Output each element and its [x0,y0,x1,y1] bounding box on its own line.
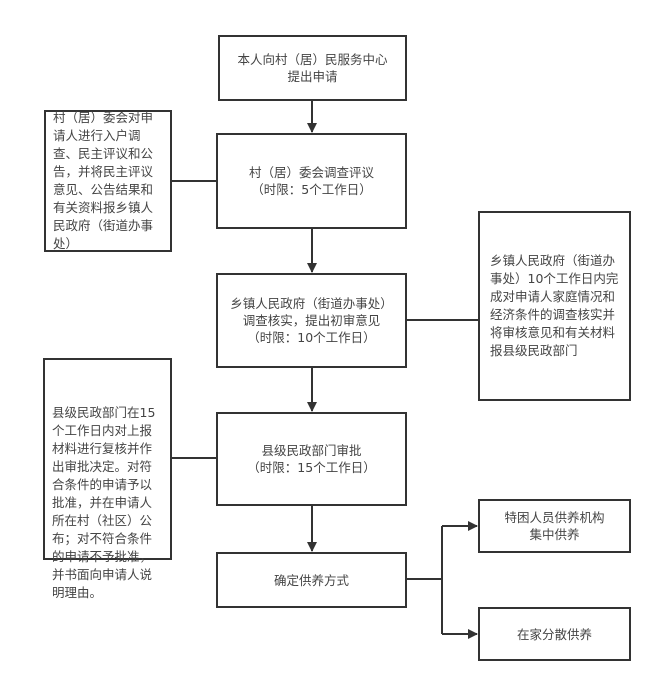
note-county: 县级民政部门在15个工作日内对上报材料进行复核并作出审批决定。对符合条件的申请予… [43,358,172,600]
step-town-verify-text: 乡镇人民政府（街道办事处） 调查核实，提出初审意见 （时限：10个工作日） [230,296,393,345]
step-determine-mode-text: 确定供养方式 [273,572,349,588]
step-dispersed: 在家分散供养 [478,607,631,661]
note-town-text: 乡镇人民政府（街道办事处）10个工作日内完成对申请人家庭情况和经济条件的调查核实… [490,253,619,358]
note-village: 村（居）委会对申请人进行入户调查、民主评议和公告，并将民主评议意见、公告结果和有… [44,110,172,252]
step-apply: 本人向村（居）民服务中心 提出申请 [218,35,407,101]
note-town: 乡镇人民政府（街道办事处）10个工作日内完成对申请人家庭情况和经济条件的调查核实… [478,211,631,401]
note-county-text: 县级民政部门在15个工作日内对上报材料进行复核并作出审批决定。对符合条件的申请予… [52,405,156,600]
branch-line [407,526,443,580]
step-apply-text: 本人向村（居）民服务中心 提出申请 [237,52,388,84]
step-town-verify: 乡镇人民政府（街道办事处） 调查核实，提出初审意见 （时限：10个工作日） [216,273,407,368]
step-determine-mode: 确定供养方式 [216,552,407,608]
step-village-review: 村（居）委会调查评议 （时限：5个工作日） [216,133,407,229]
note-village-text: 村（居）委会对申请人进行入户调查、民主评议和公告，并将民主评议意见、公告结果和有… [53,110,154,251]
step-centralized-text: 特困人员供养机构 集中供养 [504,510,605,542]
step-village-review-text: 村（居）委会调查评议 （时限：5个工作日） [248,165,374,197]
step-centralized: 特困人员供养机构 集中供养 [478,499,631,553]
step-county-approve-text: 县级民政部门审批 （时限：15个工作日） [247,443,376,475]
step-county-approve: 县级民政部门审批 （时限：15个工作日） [216,412,407,506]
step-dispersed-text: 在家分散供养 [516,626,592,642]
